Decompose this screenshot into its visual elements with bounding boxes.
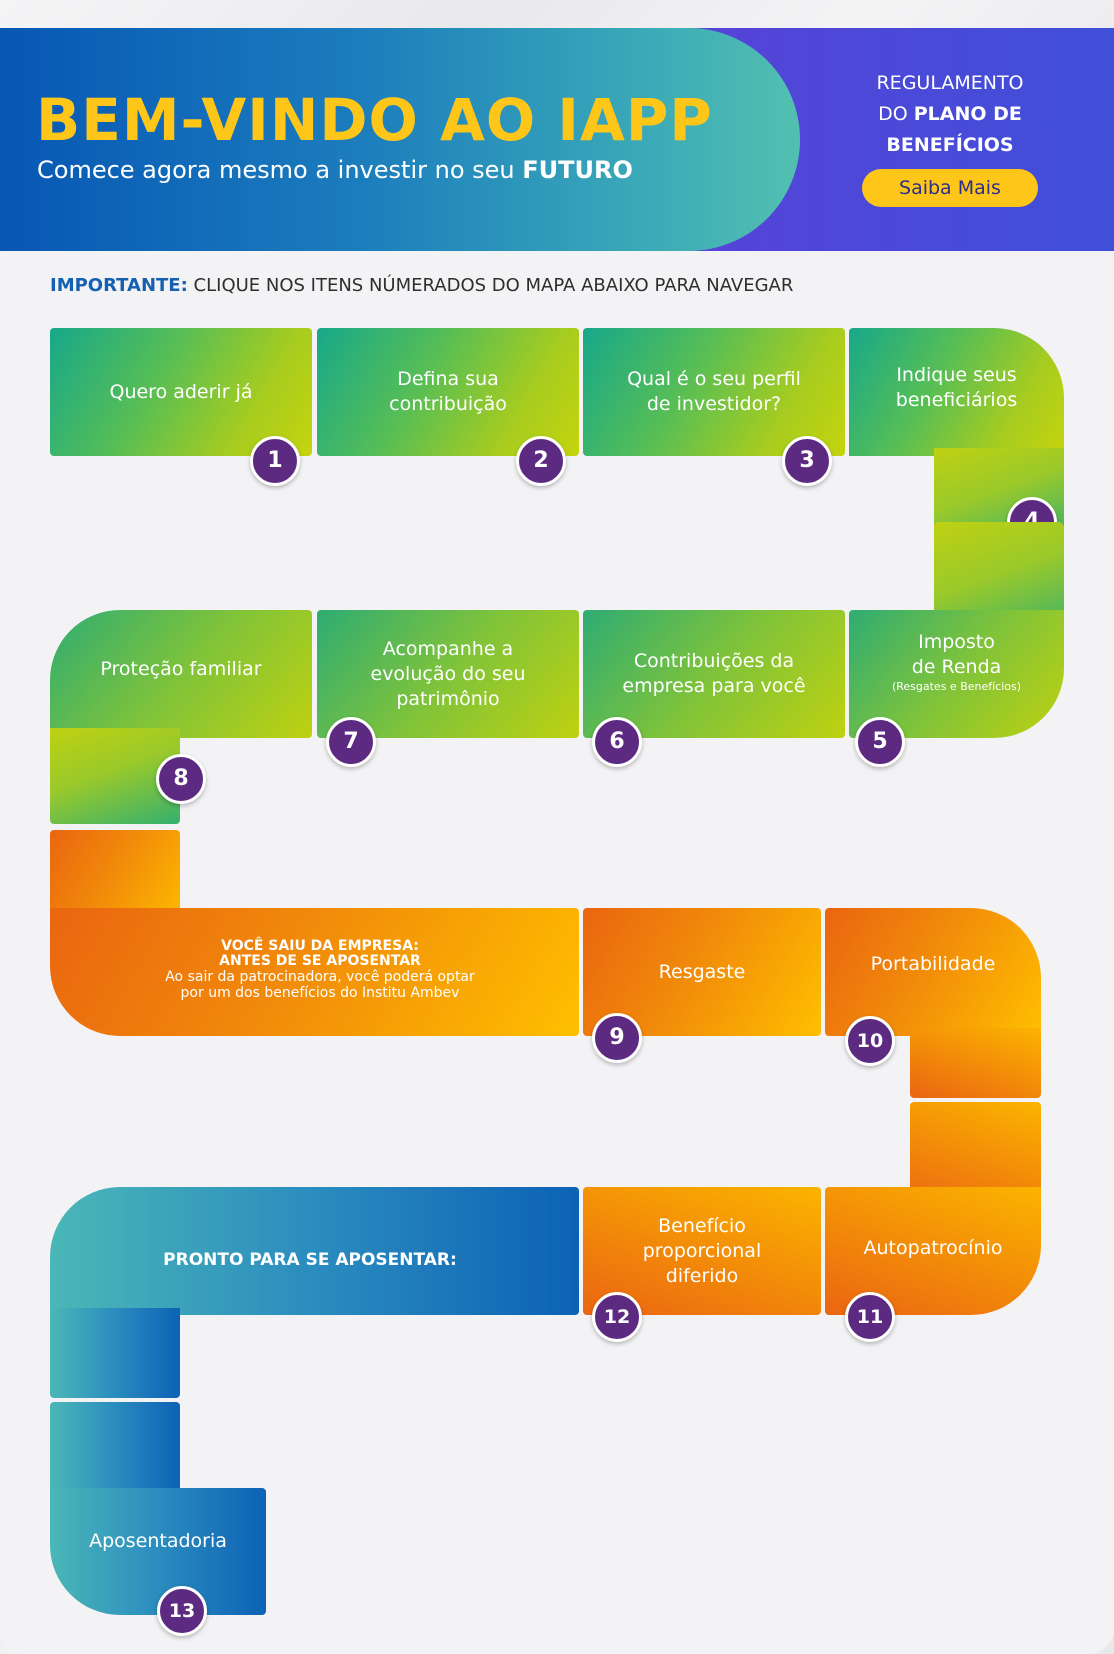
step-9-label: Resgaste (658, 960, 746, 983)
step-13-label: Aposentadoria (89, 1530, 227, 1552)
step-6-label-line-2: empresa para você (622, 675, 806, 697)
regulamento-line-2: DO PLANO DE (840, 99, 1060, 130)
company-exit-title-1: VOCÊ SAIU DA EMPRESA: (221, 938, 419, 954)
infographic-card: BEM-VINDO AO IAPP Comece agora mesmo a i… (0, 28, 1114, 1654)
company-exit-section: VOCÊ SAIU DA EMPRESA: ANTES DE SE APOSEN… (110, 938, 530, 1002)
notice-label: IMPORTANTE: (50, 275, 188, 296)
step-3-label-line-1: Qual é o seu perfil (627, 368, 801, 390)
step-13-badge[interactable]: 13 (157, 1586, 207, 1636)
step-3-badge[interactable]: 3 (782, 436, 832, 486)
notice-text: CLIQUE NOS ITENS NÚMERADOS DO MAPA ABAIX… (187, 275, 794, 296)
step-2-label-line-1: Defina sua (397, 368, 499, 390)
retire-title: PRONTO PARA SE APOSENTAR: (163, 1250, 457, 1270)
company-exit-text-2: por um dos benefícios do Institu Ambev (180, 985, 460, 1001)
step-8-shape-top (50, 610, 312, 738)
step-7-label-line-2: evolução do seu (370, 662, 526, 685)
step-4-card[interactable]: Indique seus beneficiários (849, 328, 1064, 448)
step-2-card[interactable]: Defina sua contribuição (317, 328, 579, 456)
regulamento-line-2-bold: PLANO DE (913, 103, 1022, 125)
step-6-badge[interactable]: 6 (592, 717, 642, 767)
step-7-label-line-3: patrimônio (396, 687, 500, 710)
step-12-badge[interactable]: 12 (592, 1292, 642, 1342)
step-7-label-line-1: Acompanhe a (382, 637, 514, 660)
step-5-label-line-2: de Renda (911, 656, 1002, 678)
step-6-card[interactable]: Contribuições da empresa para você (583, 610, 845, 738)
saiba-mais-button[interactable]: Saiba Mais (862, 169, 1038, 207)
regulamento-line-1: REGULAMENTO (876, 72, 1024, 94)
page-subtitle: Comece agora mesmo a investir no seu FUT… (37, 156, 633, 184)
step-8-label: Proteção familiar (100, 657, 262, 680)
step-8-badge[interactable]: 8 (156, 754, 206, 804)
step-4-label-line-1: Indique seus (896, 364, 1017, 386)
step-10-badge[interactable]: 10 (845, 1016, 895, 1066)
step-4-shape-top (849, 328, 1064, 456)
step-3-label-line-2: de investidor? (646, 393, 782, 415)
step-11-card[interactable]: Autopatrocínio (825, 1183, 1041, 1313)
step-11-badge[interactable]: 11 (845, 1292, 895, 1342)
step-5-shape-bottom (849, 610, 1064, 738)
step-8-card[interactable]: Proteção familiar (50, 610, 312, 728)
company-exit-shape-bottom (50, 908, 579, 1036)
step-7-badge[interactable]: 7 (326, 717, 376, 767)
company-exit-text-1: Ao sair da patrocinadora, você poderá op… (165, 969, 475, 985)
regulamento-line-2-prefix: DO (878, 103, 914, 125)
step-7-card[interactable]: Acompanhe a evolução do seu patrimônio (317, 610, 579, 738)
navigation-notice: IMPORTANTE: CLIQUE NOS ITENS NÚMERADOS D… (50, 275, 793, 296)
regulamento-block: REGULAMENTO DO PLANO DE BENEFÍCIOS Saiba… (840, 68, 1060, 207)
step-2-badge[interactable]: 2 (516, 436, 566, 486)
step-5-badge[interactable]: 5 (855, 717, 905, 767)
step-5-card[interactable]: Imposto de Renda (Resgates e Benefícios) (849, 610, 1064, 714)
subtitle-text: Comece agora mesmo a investir no seu (37, 156, 523, 184)
step-10-card[interactable]: Portabilidade (825, 908, 1041, 1020)
step-12-label-line-1: Benefício (658, 1214, 746, 1237)
step-5-label-line-1: Imposto (918, 631, 995, 653)
step-11-label: Autopatrocínio (863, 1236, 1003, 1259)
step-1-card[interactable]: Quero aderir já (50, 328, 312, 456)
step-13-card[interactable]: Aposentadoria (50, 1488, 266, 1595)
step-1-badge[interactable]: 1 (250, 436, 300, 486)
step-1-label: Quero aderir já (109, 380, 253, 403)
step-12-label-line-2: proporcional (642, 1239, 762, 1262)
header-banner: BEM-VINDO AO IAPP Comece agora mesmo a i… (0, 28, 1114, 251)
step-5-note: (Resgates e Benefícios) (891, 680, 1022, 693)
company-exit-title-2: ANTES DE SE APOSENTAR (219, 953, 421, 969)
step-2-label-line-2: contribuição (389, 393, 507, 415)
step-9-badge[interactable]: 9 (592, 1013, 642, 1063)
step-13-shape-bottom (50, 1488, 266, 1615)
step-10-label: Portabilidade (870, 952, 996, 975)
subtitle-highlight: FUTURO (522, 156, 633, 184)
header-pill (0, 28, 800, 251)
step-3-card[interactable]: Qual é o seu perfil de investidor? (583, 328, 845, 456)
step-12-label-line-3: diferido (665, 1264, 739, 1287)
retire-shape-down (50, 1308, 180, 1398)
regulamento-line-3: BENEFÍCIOS (886, 134, 1014, 156)
step-4-label-line-2: beneficiários (895, 389, 1018, 411)
step-10-shape-down (910, 1028, 1041, 1098)
step-10-shape-top (825, 908, 1041, 1036)
page-title: BEM-VINDO AO IAPP (36, 86, 713, 154)
retire-shape-top (50, 1187, 579, 1315)
step-6-label-line-1: Contribuições da (633, 650, 795, 672)
